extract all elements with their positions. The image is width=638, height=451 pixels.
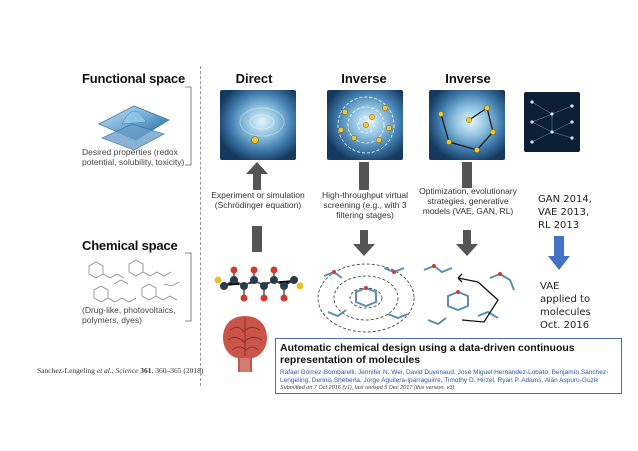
direct-property-landscape — [220, 90, 296, 160]
section-divider — [200, 66, 201, 386]
functional-space-heading: Functional space — [82, 71, 185, 86]
direct-sample-point — [252, 137, 259, 144]
optimization-property-landscape — [429, 90, 505, 160]
functional-bracket — [184, 86, 196, 166]
paper-authors: Rafael Gómez-Bombarelli, Jennifer N. Wei… — [280, 369, 616, 385]
vae-molecules-note: VAE applied to molecules Oct. 2016 — [540, 280, 591, 332]
column-heading-inverse-screening: Inverse — [319, 71, 409, 86]
functional-surface-illustration — [94, 94, 174, 152]
chemical-space-illustration — [84, 256, 184, 308]
optimization-down-arrow — [456, 230, 478, 256]
column-heading-direct: Direct — [209, 71, 299, 86]
chemical-bracket — [184, 252, 196, 322]
direct-molecule-model — [210, 262, 306, 310]
timeline-down-arrow — [548, 236, 570, 270]
desired-properties-text: Desired properties (redox potential, sol… — [82, 147, 197, 167]
optimization-up-stem — [457, 162, 477, 188]
paper-dates: Submitted on 7 Oct 2016 (v1), last revis… — [280, 385, 616, 392]
direct-up-arrow — [246, 162, 268, 190]
citation: Sanchez-Lengeling et al., Science 361, 3… — [37, 366, 203, 375]
screening-up-stem — [354, 162, 374, 190]
screening-property-landscape — [327, 90, 403, 160]
direct-down-stem — [247, 226, 267, 252]
paper-reference-box: Automatic chemical design using a data-d… — [275, 338, 622, 394]
screening-molecule-cluster — [314, 256, 418, 336]
screening-caption: High-throughput virtual screening (e.g.,… — [310, 190, 420, 220]
column-heading-inverse-generative: Inverse — [423, 71, 513, 86]
brain-image — [220, 312, 270, 378]
chemical-space-heading: Chemical space — [82, 238, 177, 253]
optimization-caption: Optimization, evolutionary strategies, g… — [416, 186, 520, 216]
chemical-examples-text: (Drug-like, photovoltaics, polymers, dye… — [82, 305, 190, 325]
paper-title: Automatic chemical design using a data-d… — [280, 342, 616, 366]
gan-vae-rl-note: GAN 2014, VAE 2013, RL 2013 — [538, 193, 592, 232]
screening-down-arrow — [353, 230, 375, 256]
optimization-molecule-cluster — [418, 256, 522, 336]
neural-network-image — [524, 92, 580, 152]
direct-caption: Experiment or simulation (Schrödinger eq… — [208, 190, 308, 210]
